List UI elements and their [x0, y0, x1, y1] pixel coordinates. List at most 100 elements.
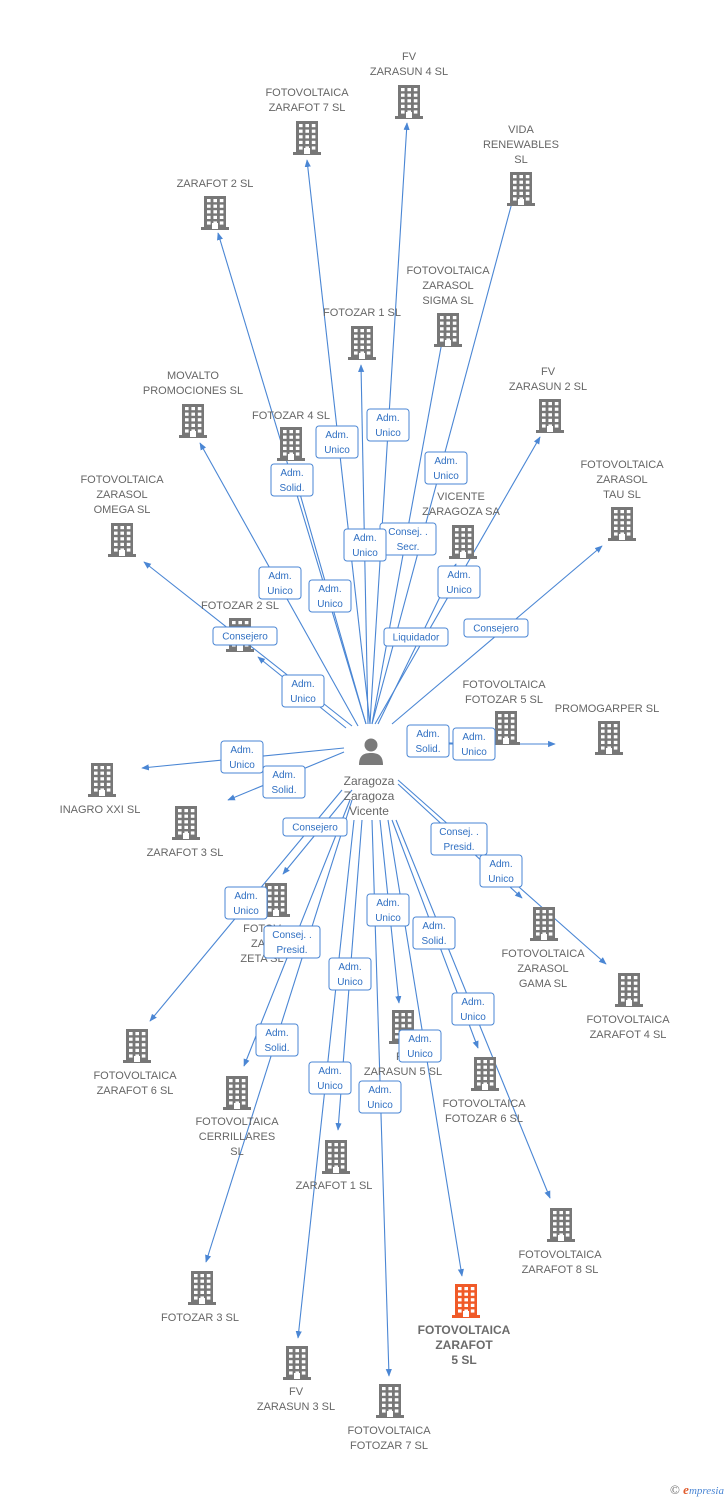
building-icon — [322, 1140, 350, 1174]
company-name: FOTOZAR 1 SL — [323, 307, 401, 319]
role-text: Adm. — [265, 1028, 288, 1039]
company-name: FOTOVOLTAICA — [518, 1249, 602, 1261]
role-text: Unico — [324, 445, 350, 456]
role-text: Unico — [352, 548, 378, 559]
footer-brand: © empresia — [670, 1482, 724, 1498]
role-badge: Consejero — [282, 817, 348, 837]
company-node[interactable]: PROMOGARPER SL — [555, 703, 660, 755]
building-icon — [376, 1384, 404, 1418]
role-badge: Adm.Unico — [366, 893, 410, 927]
role-badge: Consej. .Presid. — [430, 822, 488, 856]
role-text: Unico — [461, 747, 487, 758]
company-name: FOTOVOLTAICA — [442, 1098, 526, 1110]
building-icon — [88, 763, 116, 797]
role-text: Adm. — [230, 745, 253, 756]
company-node[interactable]: FOTOZAR 1 SL — [323, 307, 401, 360]
role-badge: Consejero — [212, 626, 278, 646]
role-badge: Adm.Solid. — [262, 765, 306, 799]
role-badge: Adm. Solid. — [270, 463, 314, 497]
role-text: Consejero — [292, 823, 338, 834]
company-node[interactable]: ZARAFOT 1 SL — [296, 1140, 373, 1192]
company-name: FOTOVOLTAICA — [462, 679, 546, 691]
role-badge: Liquidador — [383, 627, 449, 647]
company-name: FOTOVOLTAICA — [586, 1014, 670, 1026]
company-node[interactable]: FOTOZAR 3 SL — [161, 1271, 239, 1324]
company-name: FOTOVOLTAICA — [418, 1323, 511, 1337]
company-node[interactable]: INAGRO XXI SL — [60, 763, 141, 816]
role-badge: Adm.Unico — [452, 727, 496, 761]
company-node[interactable]: VICENTE ZARAGOZA SA — [422, 491, 500, 559]
role-text: Unico — [337, 977, 363, 988]
person-icon — [359, 738, 383, 765]
building-icon — [608, 507, 636, 541]
role-badge: Adm.Solid. — [255, 1023, 299, 1057]
center-person[interactable]: Zaragoza Zaragoza Vicente — [344, 738, 395, 819]
role-text: Adm. — [408, 1034, 431, 1045]
role-text: Consejero — [222, 632, 268, 643]
company-name: ZARAGOZA SA — [422, 506, 500, 518]
role-text: Consejero — [473, 624, 519, 635]
company-name: ZARAFOT 7 SL — [269, 102, 346, 114]
company-node[interactable]: ZARAFOT 2 SL — [177, 178, 254, 230]
role-text: Unico — [267, 586, 293, 597]
role-text: Adm. — [280, 468, 303, 479]
building-icon — [615, 973, 643, 1007]
role-text: Unico — [317, 1081, 343, 1092]
company-node[interactable]: ZARAFOT 3 SL — [147, 806, 224, 859]
company-name: MOVALTO — [167, 370, 219, 382]
role-text: Adm. — [318, 584, 341, 595]
company-node[interactable]: MOVALTO PROMOCIONES SL — [143, 370, 243, 438]
role-text: Adm. — [272, 770, 295, 781]
company-name: ZARASOL — [517, 963, 568, 975]
role-text: Secr. — [397, 542, 420, 553]
role-text: Presid. — [276, 945, 307, 956]
company-name: FV — [289, 1386, 304, 1398]
person-name-line-3: Vicente — [349, 804, 389, 818]
company-name: SL — [514, 154, 527, 166]
company-name: SL — [230, 1146, 243, 1158]
brand-name: mpresia — [688, 1485, 724, 1497]
company-name: GAMA SL — [519, 978, 567, 990]
company-name: FOTOZAR 3 SL — [161, 1312, 239, 1324]
role-text: Unico — [233, 906, 259, 917]
company-name: FOTOZAR 7 SL — [350, 1440, 428, 1452]
role-badge: Adm.Unico — [358, 1080, 402, 1114]
company-name: PROMOCIONES SL — [143, 385, 243, 397]
company-node[interactable]: FOTOZAR 4 SL — [252, 410, 330, 461]
role-badge: Adm.Unico — [398, 1029, 442, 1063]
building-icon — [395, 85, 423, 119]
company-name: SIGMA SL — [422, 295, 473, 307]
company-name: VICENTE — [437, 491, 485, 503]
building-icon — [223, 1076, 251, 1110]
role-badge: Adm.Unico — [437, 565, 481, 599]
role-badge: Adm.Unico — [328, 957, 372, 991]
building-icon — [492, 711, 520, 745]
building-icon — [201, 196, 229, 230]
role-text: Presid. — [443, 842, 474, 853]
company-name: CERRILLARES — [199, 1131, 275, 1143]
role-badge: Adm.Unico — [479, 854, 523, 888]
company-name: FOTOVOLTAICA — [580, 459, 664, 471]
role-text: Solid. — [279, 483, 304, 494]
company-name: FOTOVOLTAICA — [80, 474, 164, 486]
building-icon — [277, 427, 305, 461]
